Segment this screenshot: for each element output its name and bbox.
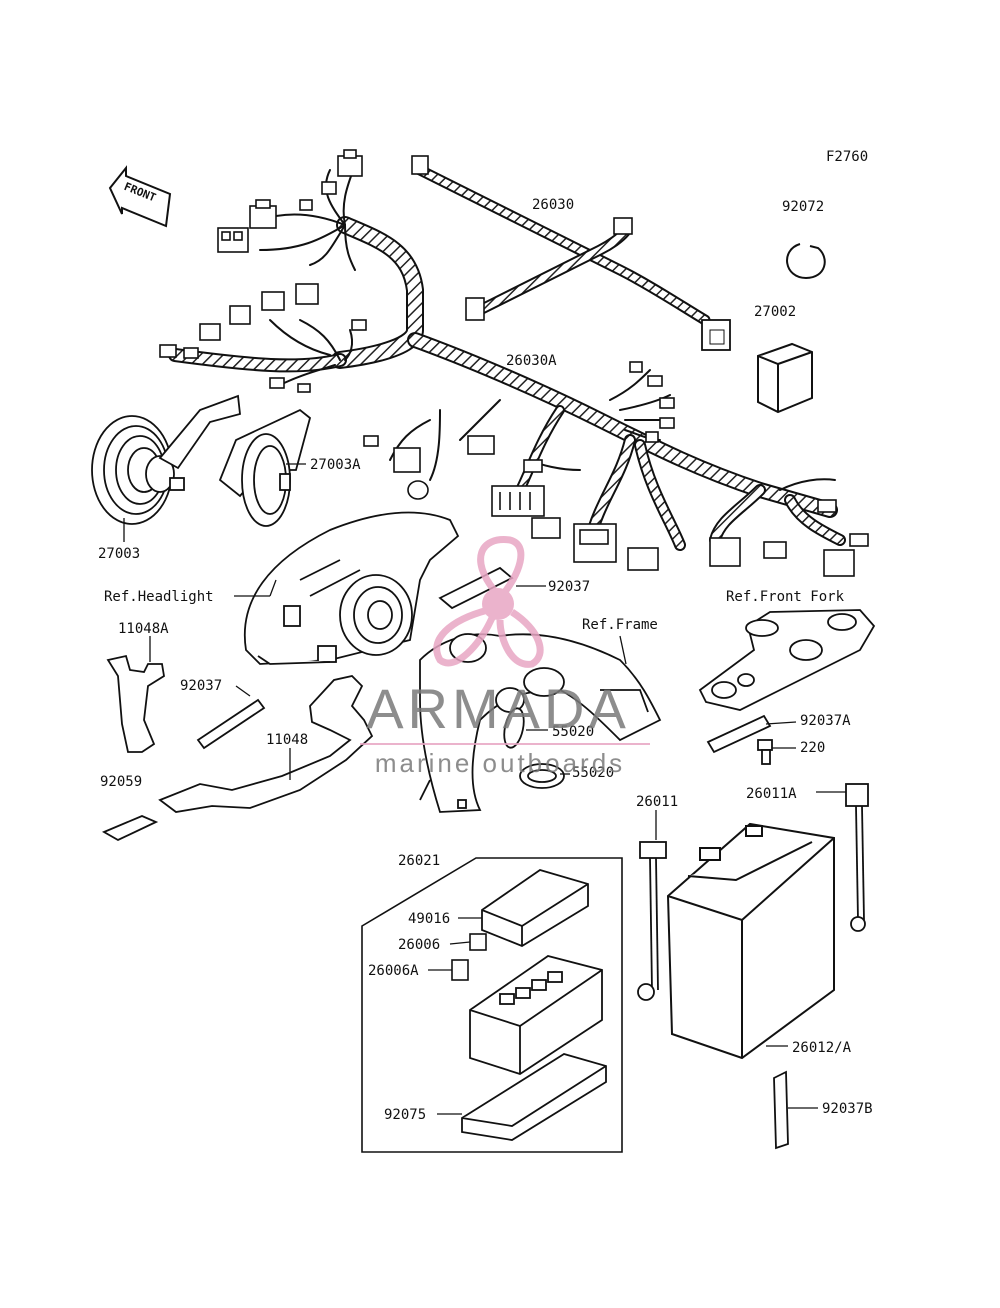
label-26021: 26021: [398, 853, 440, 869]
label-26012a: 26012/A: [792, 1040, 852, 1056]
label-92075: 92075: [384, 1107, 426, 1123]
band-92037b: [773, 1070, 789, 1150]
wiring-harness-26030: [411, 155, 731, 351]
label-ref-front-fork: Ref.Front Fork: [726, 589, 845, 605]
watermark-brand: ARMADA: [366, 677, 630, 740]
bracket-11048a: [106, 654, 165, 753]
junction-box: [469, 955, 603, 1075]
grommet-55020-b: [519, 763, 565, 789]
label-92037a: 92037A: [800, 713, 851, 729]
label-55020-a: 55020: [552, 724, 594, 740]
part-labels: 26030 26030A 92072 27002 27003 27003A Re…: [98, 197, 873, 1123]
label-49016: 49016: [408, 911, 450, 927]
bolt-220: [757, 739, 773, 765]
frame: [419, 633, 662, 813]
harness-connectors-upper: [159, 149, 367, 393]
battery-26012: [666, 822, 835, 1060]
label-55020-b: 55020: [572, 765, 614, 781]
label-26006: 26006: [398, 937, 440, 953]
junction-box-group-26021: [361, 857, 623, 1153]
relay-27002: [757, 342, 813, 414]
cover-49016: [481, 869, 589, 948]
label-ref-headlight: Ref.Headlight: [104, 589, 214, 605]
horn-27003: [91, 394, 241, 525]
fuse-26006: [469, 933, 487, 951]
leader-lines: [123, 463, 846, 1115]
pad-92059: [101, 815, 159, 842]
horn-27003a: [218, 408, 312, 527]
watermark-tagline: marine outboards: [375, 748, 625, 778]
front-arrow-icon: FRONT: [108, 165, 172, 228]
cable-26011a: [845, 783, 869, 932]
label-92072: 92072: [782, 199, 824, 215]
bracket-11048: [158, 675, 374, 813]
headlight-bracket: [243, 511, 460, 665]
band-92037-left: [196, 698, 266, 750]
propeller-logo-icon: [433, 536, 544, 668]
label-92059: 92059: [100, 774, 142, 790]
label-92037-left: 92037: [180, 678, 222, 694]
label-ref-frame: Ref.Frame: [582, 617, 658, 633]
label-27003: 27003: [98, 546, 140, 562]
label-92037b: 92037B: [822, 1101, 873, 1117]
label-11048: 11048: [266, 732, 308, 748]
harness-connectors-lower: [363, 361, 869, 577]
grommet-55020-a: [503, 707, 525, 749]
wiring-harness-26030a: [168, 164, 846, 551]
band-92072: [786, 243, 826, 280]
label-26011a: 26011A: [746, 786, 797, 802]
cable-26011: [637, 841, 667, 1001]
case-92075: [461, 1053, 607, 1141]
label-26011: 26011: [636, 794, 678, 810]
band-92037a: [706, 714, 772, 754]
watermark: ARMADA marine outboards: [360, 536, 650, 778]
label-26030a: 26030A: [506, 353, 557, 369]
label-220: 220: [800, 740, 825, 756]
label-26006a: 26006A: [368, 963, 419, 979]
diagram-code: F2760: [826, 149, 868, 165]
label-26030: 26030: [532, 197, 574, 213]
label-27003a: 27003A: [310, 457, 361, 473]
label-92037-top: 92037: [548, 579, 590, 595]
label-11048a: 11048A: [118, 621, 169, 637]
fuse-26006a: [451, 959, 469, 981]
label-27002: 27002: [754, 304, 796, 320]
front-fork-bracket: [698, 609, 876, 711]
